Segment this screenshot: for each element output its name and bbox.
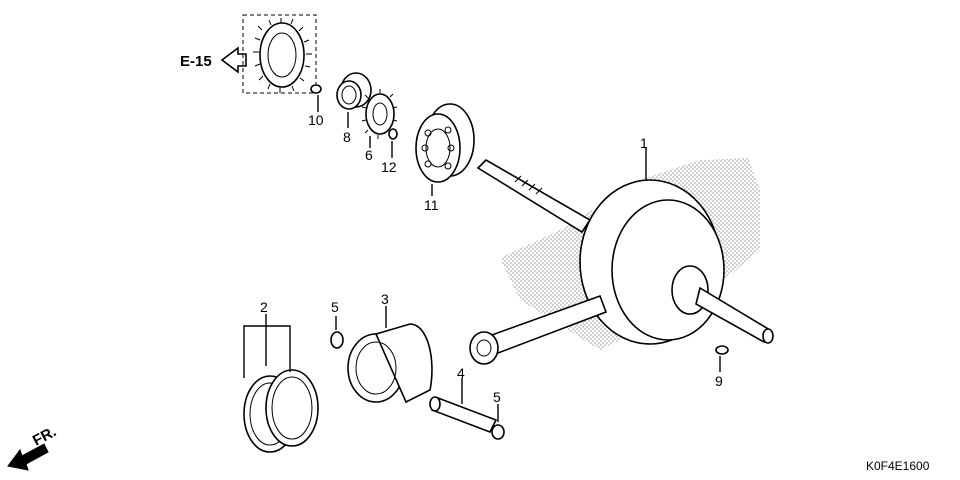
part-clip-5b	[491, 404, 505, 440]
left-shaft	[476, 159, 592, 234]
dashed-box	[242, 14, 317, 94]
callout-5a[interactable]: 5	[331, 299, 339, 315]
part-sprocket-6	[361, 89, 398, 148]
callout-3[interactable]: 3	[381, 291, 389, 307]
clip-icon	[491, 424, 505, 440]
part-key-9	[715, 345, 729, 372]
part-pin-12	[388, 128, 398, 158]
key-icon	[715, 345, 729, 355]
gear-icon	[259, 22, 305, 88]
part-clip-5a	[330, 316, 344, 349]
part-crankshaft-1[interactable]	[469, 148, 774, 365]
callout-8[interactable]: 8	[343, 129, 351, 145]
callout-6[interactable]: 6	[365, 147, 373, 163]
callout-11[interactable]: 11	[424, 197, 439, 213]
reference-gear-group	[242, 14, 317, 94]
callout-9[interactable]: 9	[715, 373, 723, 389]
part-bearing-11	[415, 103, 475, 196]
drawing-code: K0F4E1600	[866, 459, 930, 473]
part-piston-3	[347, 306, 433, 404]
front-arrow-icon	[7, 443, 49, 471]
part-key-10	[310, 84, 322, 112]
callout-4[interactable]: 4	[457, 365, 465, 381]
front-marker: FR.	[7, 423, 59, 471]
front-label: FR.	[30, 423, 59, 449]
clip-icon	[330, 331, 344, 349]
reference-label: E-15	[180, 53, 212, 70]
right-shaft	[695, 286, 772, 344]
gear-inner	[267, 32, 297, 78]
callout-2[interactable]: 2	[260, 299, 268, 315]
sprocket-icon	[365, 93, 395, 135]
callout-12[interactable]: 12	[381, 159, 397, 175]
reference-arrow[interactable]: E-15	[180, 46, 247, 74]
left-arrow-icon	[220, 46, 247, 74]
piston-pin-icon	[430, 396, 498, 434]
part-rings-2	[243, 314, 319, 453]
part-pin-4	[429, 378, 498, 434]
part-collar-8	[336, 72, 372, 128]
callout-5b[interactable]: 5	[493, 389, 501, 405]
callout-10[interactable]: 10	[308, 112, 324, 128]
pin-icon	[388, 128, 398, 140]
key-icon	[310, 84, 322, 94]
callout-1[interactable]: 1	[640, 135, 648, 151]
